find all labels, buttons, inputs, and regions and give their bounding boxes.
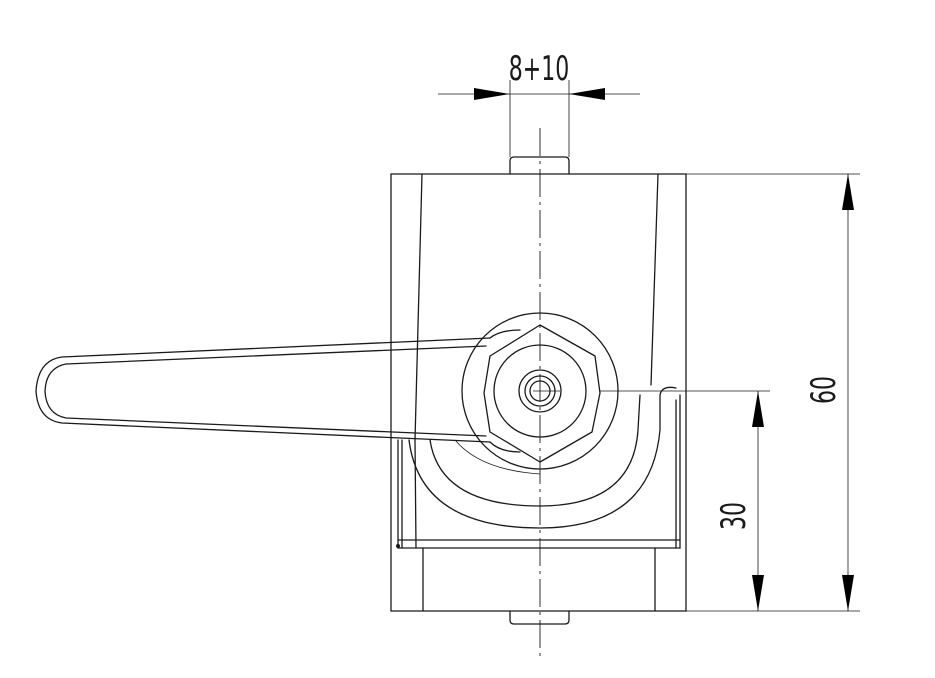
dimension-label-total-height: 60	[804, 376, 843, 404]
arrow-down	[752, 575, 764, 611]
arrow-up	[752, 391, 764, 427]
bottom-stem	[509, 610, 570, 625]
arrow-up	[842, 174, 854, 210]
center-lines	[533, 128, 560, 660]
dimension-top-width: 8+10	[438, 49, 640, 157]
top-stem	[509, 156, 570, 175]
dimension-total-height: 60	[686, 173, 860, 612]
dimension-half-height: 30	[600, 390, 770, 611]
arrow-right	[569, 88, 605, 100]
arrow-left	[474, 88, 510, 100]
hex-nut	[483, 324, 601, 463]
valve-body	[390, 173, 687, 612]
handle-lever	[35, 329, 521, 453]
arrow-down	[842, 575, 854, 611]
dimension-label-half-height: 30	[714, 502, 753, 530]
dimension-label-top-width: 8+10	[509, 49, 569, 88]
